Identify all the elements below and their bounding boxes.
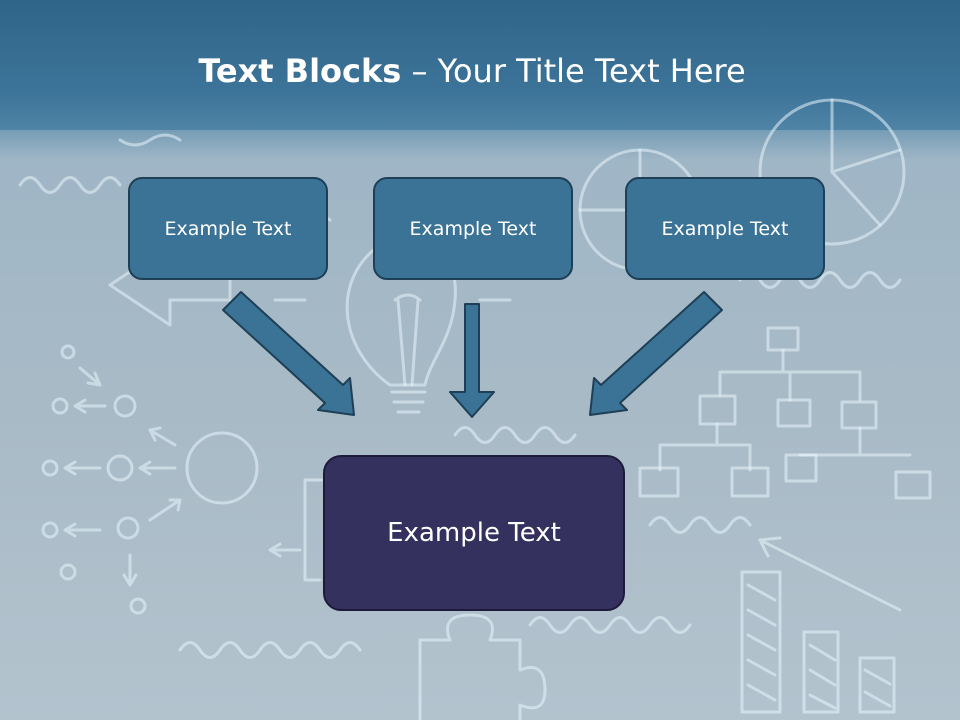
text-block-left[interactable]: Example Text — [128, 177, 328, 280]
target-text-block-label: Example Text — [387, 518, 561, 548]
title-rest: Your Title Text Here — [437, 52, 746, 90]
title-separator: – — [401, 52, 438, 90]
slide-title: Text Blocks – Your Title Text Here — [0, 52, 944, 90]
text-block-right[interactable]: Example Text — [625, 177, 825, 280]
text-block-center[interactable]: Example Text — [373, 177, 573, 280]
text-block-center-label: Example Text — [409, 217, 537, 240]
target-text-block[interactable]: Example Text — [323, 455, 625, 611]
text-block-right-label: Example Text — [661, 217, 789, 240]
title-bold-part: Text Blocks — [198, 52, 402, 90]
text-block-left-label: Example Text — [164, 217, 292, 240]
arrow-left-to-target — [222, 291, 355, 416]
arrow-center-to-target — [449, 303, 495, 418]
arrow-right-to-target — [589, 291, 723, 416]
